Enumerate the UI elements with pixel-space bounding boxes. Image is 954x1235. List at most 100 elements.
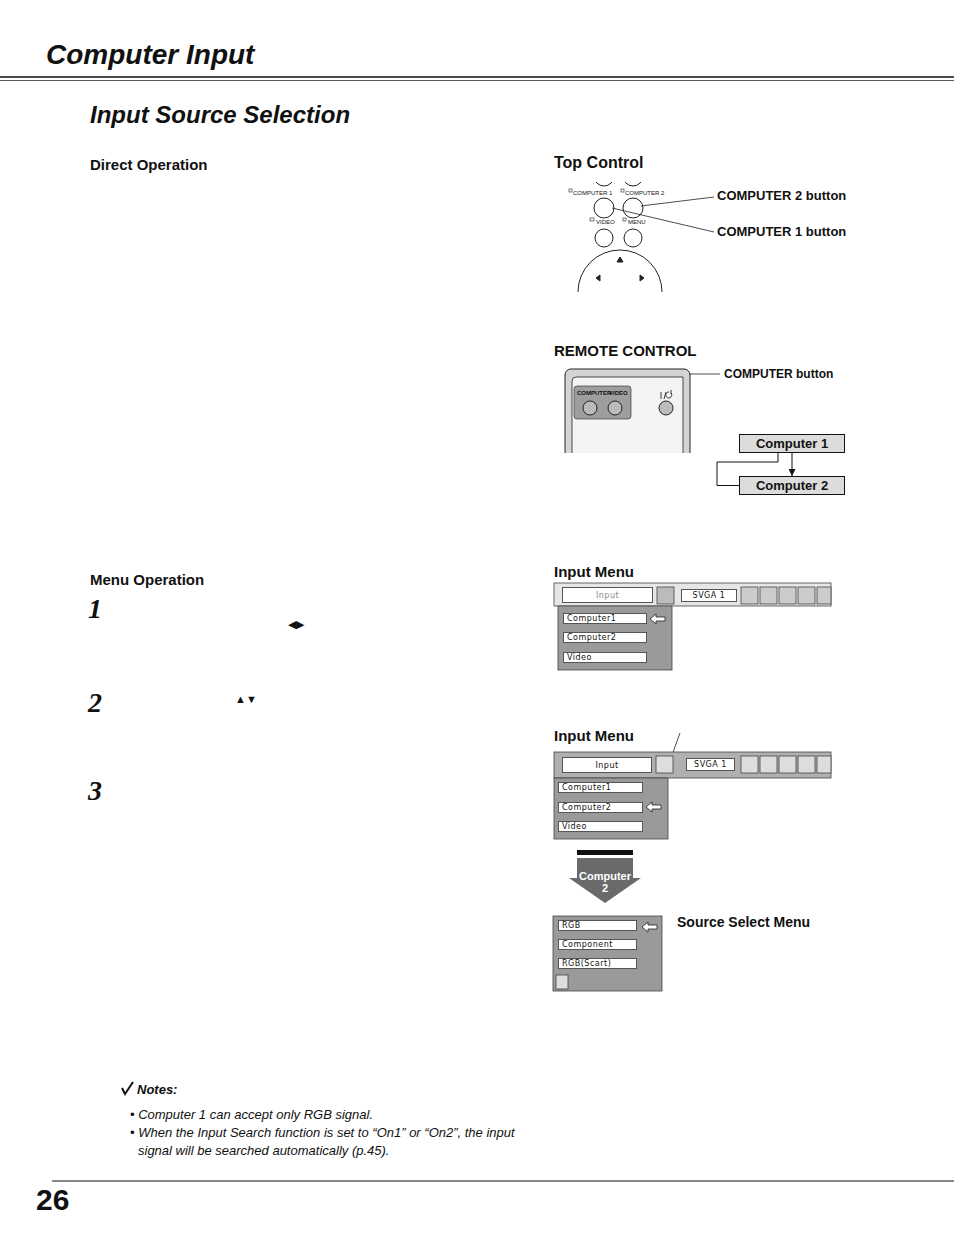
- top-control-panel: [595, 229, 613, 247]
- down-arrow: Computer 2: [569, 858, 641, 903]
- notes-heading: Notes:: [137, 1082, 177, 1098]
- arrow-shape: [569, 858, 641, 903]
- menu-screen: [741, 756, 758, 773]
- pointer-icon: [650, 614, 665, 624]
- box-text: RGB: [562, 921, 581, 930]
- figure-heading: Top Control: [554, 153, 643, 172]
- top-control-panel: [594, 198, 614, 218]
- header-rule: [0, 80, 954, 81]
- menu-screen: [760, 587, 777, 604]
- menu-screen: [577, 850, 633, 855]
- top-control-panel: [594, 182, 614, 186]
- top-control-panel: [578, 250, 662, 292]
- top-control-panel: [624, 229, 642, 247]
- button-label: COMPUTER: [577, 390, 611, 397]
- box-text: Video: [562, 822, 587, 831]
- top-control-panel: [623, 182, 643, 186]
- remote-control: [608, 401, 622, 415]
- step-number: 2: [88, 686, 102, 720]
- box-text: Computer 1: [756, 436, 828, 451]
- flow-box: Computer 2: [739, 476, 845, 495]
- leader-line: [588, 197, 720, 755]
- figure-heading: Input Menu: [554, 727, 634, 745]
- remote-control: [659, 401, 673, 415]
- top-control-panel: [640, 275, 644, 281]
- box-text: Computer 2: [756, 478, 828, 493]
- menu-tab: Input: [562, 757, 652, 773]
- menu-screen: [657, 587, 674, 604]
- box-text: Input: [596, 591, 619, 600]
- top-control-panel: [623, 198, 643, 218]
- top-control-panel: [617, 257, 623, 262]
- menu-screen: [779, 756, 796, 773]
- menu-item: Component: [558, 939, 637, 950]
- box-text: Computer1: [567, 614, 616, 623]
- note-text: • When the Input Search function is set …: [130, 1124, 518, 1160]
- key-symbol: ◀▶: [288, 618, 304, 631]
- top-control-panel: [596, 275, 600, 281]
- menu-item: Video: [563, 652, 647, 663]
- button-label: COMPUTER 2: [625, 190, 664, 197]
- box-text: Computer1: [562, 783, 611, 792]
- callout-label: COMPUTER 2 button: [717, 188, 846, 204]
- step-number: 1: [88, 592, 102, 626]
- menu-item: RGB(Scart): [558, 958, 637, 969]
- menu-screen: [798, 587, 815, 604]
- check-mark: [122, 1082, 133, 1094]
- button-label: COMPUTER 1: [573, 190, 612, 197]
- page-title: Computer Input: [46, 38, 254, 72]
- top-control-panel: [623, 218, 626, 221]
- box-text: Video: [567, 653, 592, 662]
- remote-control: [565, 369, 690, 453]
- page-number: 26: [36, 1182, 69, 1218]
- box-text: Computer 2: [577, 858, 633, 894]
- menu-screen: [760, 756, 777, 773]
- callout-label: COMPUTER button: [724, 367, 833, 381]
- menu-item: RGB: [558, 920, 637, 931]
- pointer-icon: [642, 922, 657, 932]
- menu-screen: [553, 916, 662, 991]
- menu-tab: SVGA 1: [681, 589, 737, 602]
- menu-tab: SVGA 1: [686, 758, 735, 771]
- header-rule: [0, 76, 954, 78]
- section-heading: Input Source Selection: [90, 101, 350, 130]
- menu-item: Computer1: [563, 613, 647, 624]
- box-text: RGB(Scart): [562, 959, 611, 968]
- menu-screen: [817, 587, 831, 604]
- header-rule: [0, 77, 954, 81]
- footer-rule: [52, 1181, 954, 1182]
- menu-screen: [779, 587, 796, 604]
- menu-item: Computer1: [558, 782, 643, 793]
- top-control-panel: [621, 189, 624, 192]
- box-text: Component: [562, 940, 613, 949]
- callout-label: COMPUTER 1 button: [717, 224, 846, 240]
- menu-item: Video: [558, 821, 643, 832]
- menu-screen: [554, 752, 831, 778]
- remote-control: [661, 390, 672, 399]
- menu-screen: [798, 756, 815, 773]
- remote-control: [583, 401, 597, 415]
- key-symbol: ▲▼: [235, 693, 257, 706]
- remote-control: [574, 386, 631, 419]
- menu-screen: [656, 756, 673, 773]
- note-text: • Computer 1 can accept only RGB signal.: [130, 1106, 528, 1124]
- menu-item: Computer2: [558, 802, 643, 813]
- pointer-icon: [646, 802, 661, 812]
- menu-screen: [554, 583, 831, 606]
- box-text: SVGA 1: [693, 591, 726, 600]
- button-label: MENU: [628, 219, 646, 226]
- menu-item: Computer2: [563, 632, 647, 643]
- flow-connector: [792, 453, 793, 476]
- leader-line: [641, 197, 714, 206]
- menu-screen: [554, 778, 668, 839]
- top-control-panel: [578, 182, 662, 292]
- button-label: VIDEO: [596, 219, 615, 226]
- leader-line: [612, 208, 714, 232]
- box-text: Computer2: [562, 803, 611, 812]
- button-label: VIDEO: [609, 390, 628, 397]
- menu-screen: [553, 583, 831, 991]
- step-number: 3: [88, 774, 102, 808]
